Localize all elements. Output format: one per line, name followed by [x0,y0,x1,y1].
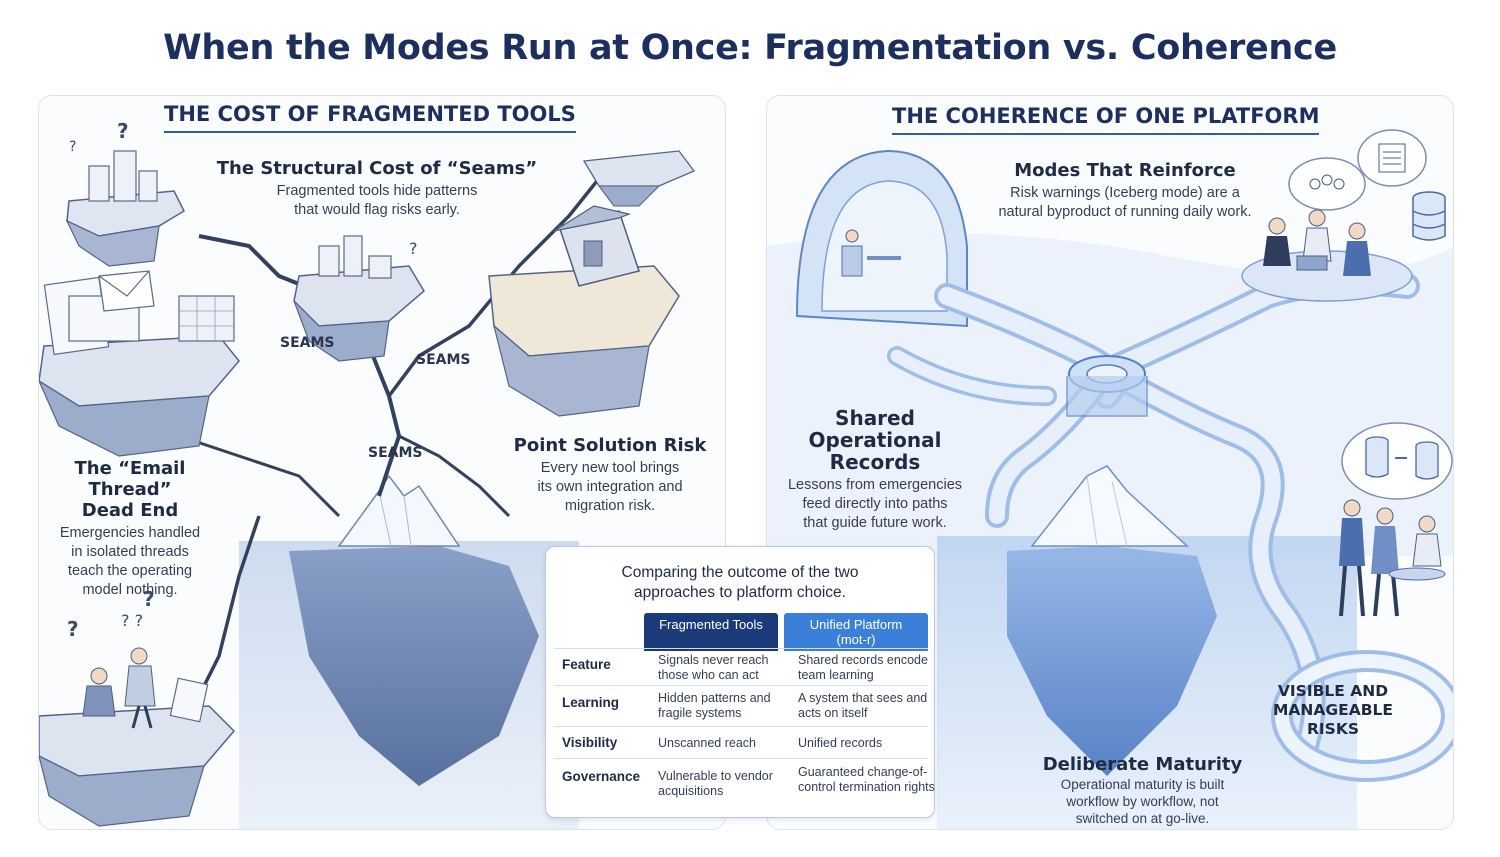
row-unified: Unified records [798,736,883,750]
one-platform-heading: THE COHERENCE OF ONE PLATFORM [892,104,1320,135]
table-row: Visibility Unscanned reach Unified recor… [554,726,928,758]
modes-callout: Modes That Reinforce Risk warnings (Iceb… [970,160,1280,222]
row-unified: A system that sees and acts on itself [798,691,928,720]
maturity-callout: Deliberate Maturity Operational maturity… [1030,754,1255,827]
comparison-card: Comparing the outcome of the two approac… [545,546,935,818]
row-key: Visibility [562,735,618,750]
row-fragmented: Hidden patterns and fragile systems [658,691,771,720]
svg-text:? ?: ? ? [121,611,143,630]
coherence-illustration [767,129,1453,829]
maturity-desc-line3: switched on at go-live. [1075,811,1210,826]
email-title-line1: The “Email Thread” [74,458,186,500]
email-desc-line1: Emergencies handled [59,525,201,541]
point-desc-line1: Every new tool brings [540,460,680,476]
visible-risks-label: VISIBLE AND MANAGEABLE RISKS [1264,682,1402,739]
seams-desc-line1: Fragmented tools hide patterns [276,183,478,199]
table-row: Learning Hidden patterns and fragile sys… [554,685,928,726]
point-title: Point Solution Risk [513,435,707,456]
page-title: When the Modes Run at Once: Fragmentatio… [163,28,1337,68]
email-desc-line2: in isolated threads [71,544,189,560]
seams-desc-line2: that would flag risks early. [294,202,460,218]
shared-desc-line3: that guide future work. [803,515,947,531]
column-header-unified: Unified Platform (mot-r) [784,613,928,651]
email-thread-callout: The “Email Thread” Dead End Emergencies … [40,458,220,600]
shared-title-line1: Shared Operational [808,406,942,452]
point-solution-callout: Point Solution Risk Every new tool bring… [505,435,715,516]
email-desc-line3: teach the operating [67,563,193,579]
seams-label-2: SEAMS [416,352,471,368]
seams-title: The Structural Cost of “Seams” [216,158,538,179]
svg-text:?: ? [67,617,79,641]
row-unified: Guaranteed change-of-control termination… [798,765,935,794]
table-row: Feature Signals never reach those who ca… [554,648,928,685]
svg-text:?: ? [69,139,76,155]
row-key: Governance [562,769,641,784]
fragmented-tools-panel: ? ? ? ? ? ? ? [38,95,726,830]
email-desc-line4: model nothing. [82,582,178,598]
row-key: Feature [562,657,611,672]
maturity-desc-line1: Operational maturity is built [1060,777,1225,792]
column-header-fragmented: Fragmented Tools [644,613,778,651]
point-desc-line2: its own integration and [537,479,683,495]
fragmented-tools-heading: THE COST OF FRAGMENTED TOOLS [164,102,576,133]
svg-text:?: ? [143,587,155,611]
shared-desc-line2: feed directly into paths [802,496,948,512]
seams-callout: The Structural Cost of “Seams” Fragmente… [212,158,542,220]
visible-line2: MANAGEABLE [1273,701,1393,719]
svg-text:?: ? [117,119,129,143]
maturity-title: Deliberate Maturity [1042,754,1243,775]
row-fragmented: Unscanned reach [658,736,756,750]
shared-desc-line1: Lessons from emergencies [787,477,963,493]
modes-desc-line2: natural byproduct of running daily work. [998,204,1252,220]
row-fragmented: Signals never reach those who can act [658,653,769,682]
unified-header-line1: Unified Platform [809,617,903,632]
maturity-desc-line2: workflow by workflow, not [1066,794,1219,809]
modes-title: Modes That Reinforce [1014,160,1236,181]
row-unified: Shared records encode team learning [798,653,928,682]
table-row: Governance Vulnerable to vendor acquisit… [554,758,935,814]
visible-line1: VISIBLE AND [1277,682,1389,700]
modes-desc-line1: Risk warnings (Iceberg mode) are a [1010,185,1240,201]
visible-line3: RISKS [1306,720,1360,738]
fragmented-illustration: ? ? ? ? ? ? ? [39,119,696,829]
shared-title-line2: Records [829,450,921,474]
comparison-caption: Comparing the outcome of the two approac… [621,564,859,601]
email-title-line2: Dead End [81,500,179,521]
seams-label-3: SEAMS [368,445,423,461]
row-fragmented: Vulnerable to vendor acquisitions [658,769,773,798]
point-desc-line3: migration risk. [564,498,656,514]
shared-records-callout: Shared Operational Records Lessons from … [770,407,980,533]
svg-text:?: ? [409,239,418,258]
seams-label-1: SEAMS [280,335,335,351]
unified-header-line2: (mot-r) [836,632,876,647]
row-key: Learning [562,695,620,710]
